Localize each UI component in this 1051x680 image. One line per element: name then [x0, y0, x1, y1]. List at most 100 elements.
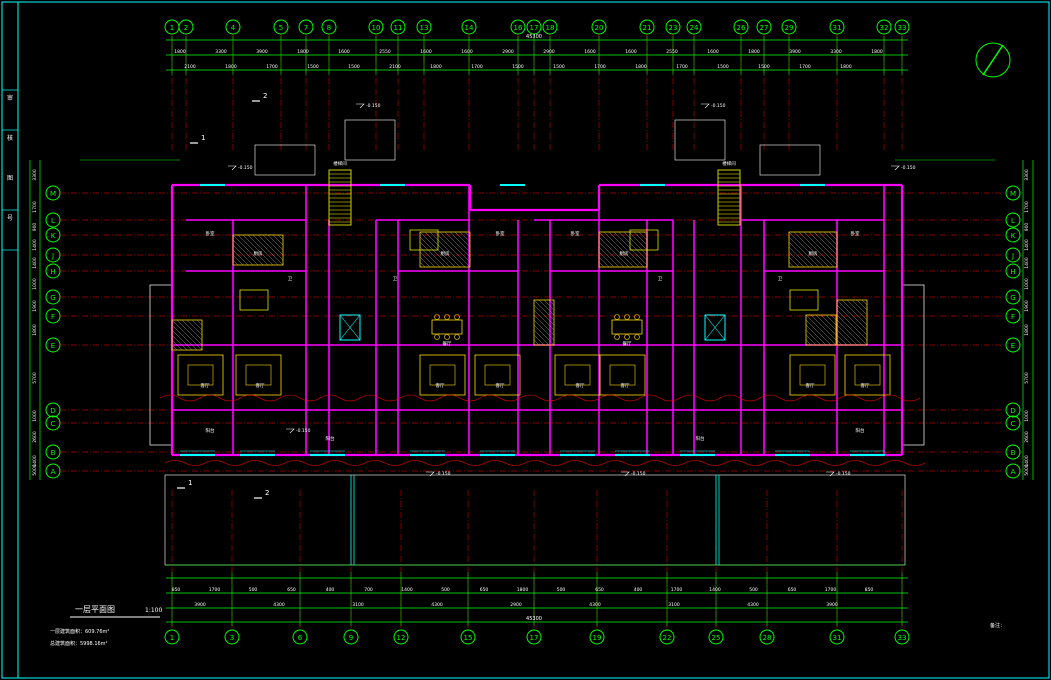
axis-label-top: 32 [880, 24, 889, 32]
axis-label-left: B [51, 449, 56, 457]
room-label: 厨房 [620, 250, 629, 257]
elevation-value: -0.150 [836, 471, 851, 477]
dimension-value-bottom: 3900 [194, 602, 206, 608]
dimension-value-bottom: 3100 [668, 602, 680, 608]
axis-bubble-bottom [292, 629, 308, 645]
dimension-value-top: 1500 [758, 64, 770, 70]
axis-bubble-right [1005, 185, 1021, 201]
elevation-marker-icon [228, 165, 237, 171]
stair [717, 169, 741, 226]
dimension-value-left: 1800 [32, 324, 38, 336]
elevation-value: -0.150 [436, 471, 451, 477]
plan-title: 一层平面图 [75, 605, 115, 614]
axis-label-top: 8 [327, 24, 331, 32]
axis-label-bottom: 12 [397, 634, 406, 642]
axis-label-bottom: 3 [230, 634, 234, 642]
dimension-value-right: 2600 [1024, 431, 1030, 443]
elevation-marker-icon [621, 471, 630, 477]
axis-label-left: L [51, 217, 55, 225]
dimension-value-bottom: 1400 [709, 587, 721, 593]
section-mark-label: 1 [188, 479, 192, 487]
side-bay-left [149, 284, 173, 446]
axis-label-bottom: 22 [663, 634, 672, 642]
entry-canopy [344, 119, 396, 161]
room-label: 客厅 [806, 382, 815, 389]
dimension-value-right: 1900 [1024, 300, 1030, 312]
sofa-set [419, 354, 466, 396]
sofa-set [599, 354, 646, 396]
room-label: 卧室 [571, 230, 580, 237]
dimension-value-top: 1700 [676, 64, 688, 70]
sofa-set [177, 354, 224, 396]
room-label: 卫 [393, 276, 398, 282]
hatched-service-room [419, 231, 471, 268]
axis-label-right: E [1011, 342, 1015, 350]
axis-bubble-right [1005, 402, 1021, 418]
axis-label-top: 2 [184, 24, 188, 32]
plan-scale: 1:100 [145, 607, 162, 614]
dimension-value-left: 1900 [32, 300, 38, 312]
axis-label-left: A [51, 468, 56, 476]
sofa-set [474, 354, 521, 396]
axis-bubble-right [1005, 463, 1021, 479]
dimension-value-bottom: 1400 [401, 587, 413, 593]
side-bay-right [901, 284, 925, 446]
axis-label-top: 20 [595, 24, 604, 32]
axis-label-top: 27 [760, 24, 769, 32]
axis-label-top: 14 [465, 24, 474, 32]
room-label: 卫 [288, 276, 293, 282]
elevation-value: -0.150 [366, 103, 381, 109]
dimension-value-top: 1800 [174, 49, 186, 55]
north-arrow-needle [982, 44, 1004, 76]
dining-table [431, 314, 463, 340]
dimension-value-top: 2550 [666, 49, 678, 55]
elevation-value: -0.150 [901, 165, 916, 171]
dimension-value-left: 1400 [32, 257, 38, 269]
axis-label-bottom: 1 [170, 634, 174, 642]
dimension-value-top: 2100 [184, 64, 196, 70]
dimension-value-top: 1500 [512, 64, 524, 70]
dimension-value-bottom: 850 [172, 587, 181, 593]
dimension-value-top: 3900 [789, 49, 801, 55]
dimension-value-bottom: 4300 [747, 602, 759, 608]
axis-bubble-bottom [659, 629, 675, 645]
axis-bubble-bottom [526, 629, 542, 645]
dimension-value-right: 1000 [1024, 278, 1030, 290]
area-note: 总建筑面积：5998.16m² [50, 640, 108, 647]
room-label: 阳台 [696, 435, 705, 442]
balcony-railing [164, 460, 926, 466]
axis-label-top: 4 [231, 24, 236, 32]
axis-bubble-right [1005, 444, 1021, 460]
axis-label-right: J [1011, 252, 1014, 260]
axis-label-top: 18 [546, 24, 555, 32]
axis-label-bottom: 6 [298, 634, 303, 642]
section-mark-label: 2 [265, 489, 269, 497]
dimension-value-top: 1500 [717, 64, 729, 70]
dimension-value-right: 1400 [1024, 455, 1030, 467]
dimension-value-bottom: 400 [326, 587, 335, 593]
dimension-value-top: 3300 [830, 49, 842, 55]
bottom-right-note: 备注： [990, 622, 1005, 629]
room-label: 卫 [778, 276, 783, 282]
dimension-value-top: 2900 [502, 49, 514, 55]
dimension-value-right: 1400 [1024, 257, 1030, 269]
axis-label-right: D [1010, 407, 1015, 415]
dimension-value-top: 1600 [707, 49, 719, 55]
dimension-value-left: 1000 [32, 410, 38, 422]
dimension-value-bottom: 650 [788, 587, 797, 593]
dimension-value-top: 1500 [553, 64, 565, 70]
axis-bubble-right [1005, 289, 1021, 305]
elevation-marker-icon [826, 471, 835, 477]
elevation-marker-icon [356, 103, 365, 109]
entry-canopy [674, 119, 726, 161]
dimension-value-left: 1400 [32, 239, 38, 251]
entry-canopy [759, 144, 821, 176]
dimension-value-right: 5700 [1024, 372, 1030, 384]
dining-table [611, 314, 643, 340]
dimension-value-left: 900 [32, 223, 38, 232]
axis-label-left: C [51, 420, 56, 428]
room-label: 楼梯间 [722, 160, 736, 167]
bed [789, 289, 819, 311]
